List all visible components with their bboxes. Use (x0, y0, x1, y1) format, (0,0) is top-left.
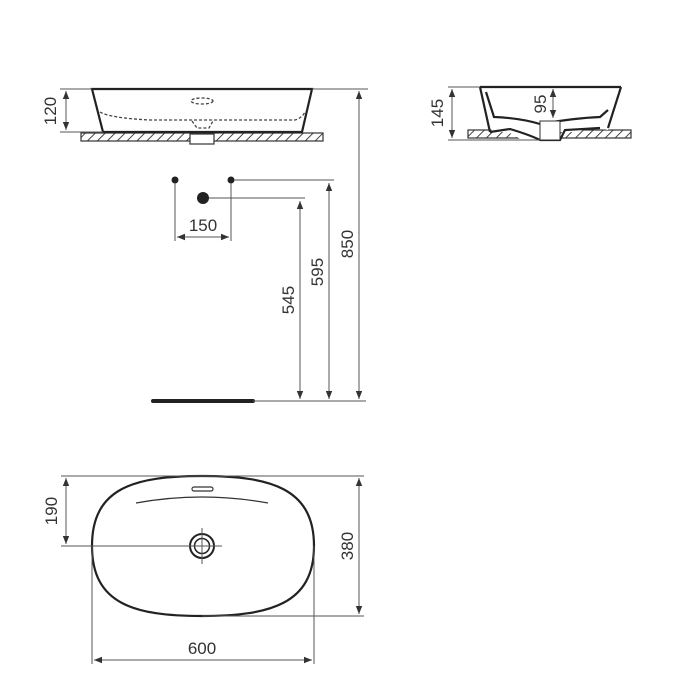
side-height-label: 145 (428, 99, 447, 127)
rim-height-label: 850 (338, 230, 357, 258)
overflow-slot (191, 486, 214, 492)
tap-point-left (171, 176, 179, 184)
tap-height-label: 595 (308, 258, 327, 286)
plan-width-label: 600 (188, 639, 216, 658)
front-height-label: 120 (41, 97, 60, 125)
waste-offset-label: 190 (42, 497, 61, 525)
tap-spacing-label: 150 (189, 216, 217, 235)
side-section-view: 145 95 (428, 85, 632, 142)
front-elevation-view: 120 (41, 87, 368, 145)
waste-height-label: 545 (279, 286, 298, 314)
waste-point (197, 192, 209, 204)
wall-elevation-view: 150 545 595 850 (151, 91, 366, 403)
bowl-depth-label: 95 (531, 95, 550, 114)
plan-depth-label: 380 (338, 532, 357, 560)
tap-point-right (227, 176, 235, 184)
plan-view: 190 380 600 (42, 474, 364, 664)
